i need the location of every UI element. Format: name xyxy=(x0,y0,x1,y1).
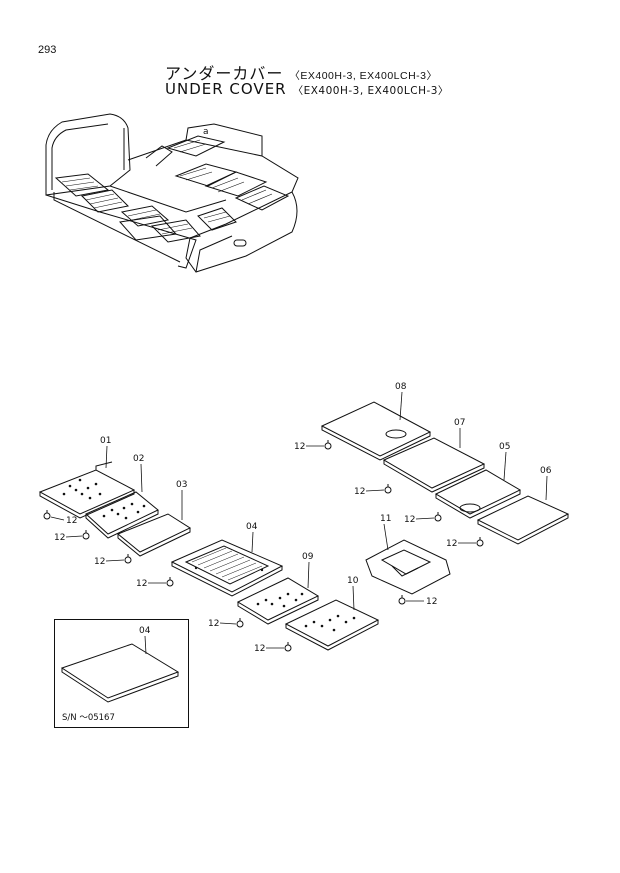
label-part-06: 06 xyxy=(540,466,552,476)
title-japanese: アンダーカバー〈EX400H-3, EX400LCH-3〉 xyxy=(165,60,438,84)
label-bolt-12: 12 xyxy=(404,515,415,525)
label-bolt-12: 12 xyxy=(426,597,437,607)
panel-01 xyxy=(38,461,136,519)
model-text-jp-line: 〈EX400H-3, EX400LCH-3〉 xyxy=(289,70,438,82)
panel-hole-patterns xyxy=(62,478,356,632)
panel-09 xyxy=(236,577,320,625)
panel-10 xyxy=(284,599,380,651)
label-part-10: 10 xyxy=(347,576,359,586)
label-part-08: 08 xyxy=(395,382,407,392)
part-leader-lines xyxy=(105,391,548,611)
inset-frame xyxy=(54,619,189,728)
label-part-01: 01 xyxy=(100,436,111,446)
label-part-09: 09 xyxy=(302,552,314,562)
panel-04 xyxy=(170,539,284,597)
panel-05 xyxy=(434,469,522,519)
inset-label-part-04: 04 xyxy=(139,626,151,636)
panel-11 xyxy=(365,539,451,595)
label-bolt-12: 12 xyxy=(354,487,365,497)
label-bolt-12: 12 xyxy=(54,533,65,543)
label-bolt-12: 12 xyxy=(94,557,105,567)
label-part-05: 05 xyxy=(499,442,510,452)
serial-number-note: S/N ～05167 xyxy=(62,713,115,723)
inset-panel-04-drawing xyxy=(60,635,180,703)
label-part-11: 11 xyxy=(380,514,391,524)
label-part-02: 02 xyxy=(133,454,144,464)
page-number: 293 xyxy=(38,44,57,56)
bolt-symbols xyxy=(43,440,484,652)
label-part-03: 03 xyxy=(176,480,187,490)
title-en-text: UNDER COVER xyxy=(165,80,287,98)
panel-04-texture xyxy=(191,547,263,581)
panel-07 xyxy=(382,437,486,493)
label-part-07: 07 xyxy=(454,418,465,428)
title-jp-text: アンダーカバー xyxy=(165,66,284,83)
overview-hatching xyxy=(61,139,273,235)
panel-08 xyxy=(320,401,432,461)
bolt-leader-lines xyxy=(50,445,476,649)
label-bolt-12: 12 xyxy=(254,644,265,654)
panel-03 xyxy=(117,513,192,557)
model-text-en-line: 〈EX400H-3, EX400LCH-3〉 xyxy=(292,85,449,97)
panel-06 xyxy=(476,495,570,545)
label-bolt-12: 12 xyxy=(136,579,147,589)
title-english: UNDER COVER 〈EX400H-3, EX400LCH-3〉 xyxy=(165,80,449,98)
label-part-04: 04 xyxy=(246,522,258,532)
machine-overview-drawing xyxy=(45,113,299,273)
panel-02 xyxy=(85,491,159,539)
label-bolt-12: 12 xyxy=(66,516,77,526)
label-bolt-12: 12 xyxy=(446,539,457,549)
overview-view-label: a xyxy=(203,127,209,137)
label-bolt-12: 12 xyxy=(294,442,305,452)
label-bolt-12: 12 xyxy=(208,619,219,629)
